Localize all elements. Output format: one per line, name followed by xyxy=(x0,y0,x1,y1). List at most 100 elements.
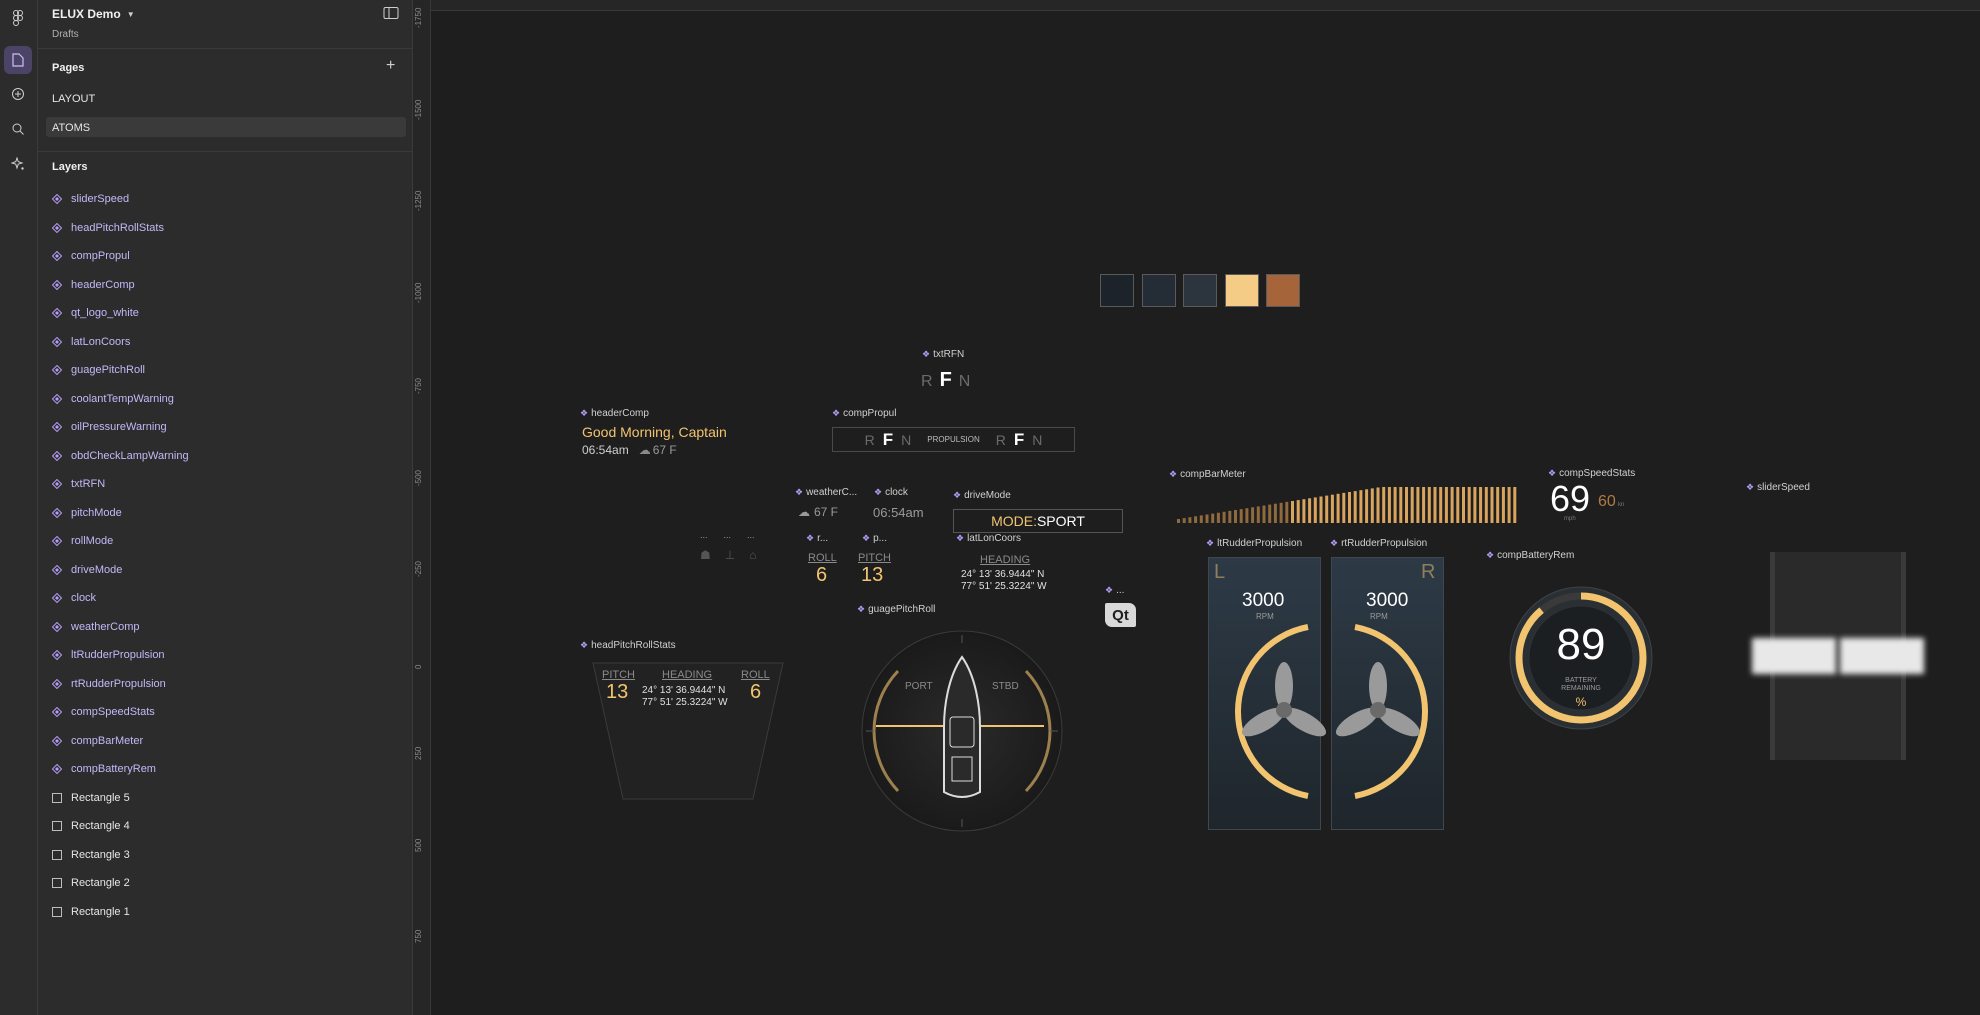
bar-meter-segment xyxy=(1216,512,1220,523)
bar-meter-segment xyxy=(1188,517,1192,523)
ruler-tick-label: 0 xyxy=(414,664,423,669)
add-asset-icon[interactable] xyxy=(4,80,32,108)
design-canvas[interactable] xyxy=(413,0,1980,1015)
rectangle-icon xyxy=(52,821,62,831)
layer-item[interactable]: obdCheckLampWarning xyxy=(51,448,189,464)
bar-meter-segment xyxy=(1410,487,1414,523)
bar-meter-segment xyxy=(1239,509,1243,523)
frame-label-headpitchrollstats[interactable]: ❖headPitchRollStats xyxy=(580,640,676,651)
layer-item[interactable]: guagePitchRoll xyxy=(51,362,145,378)
layer-item[interactable]: weatherComp xyxy=(51,619,139,635)
layer-item[interactable]: rtRudderPropulsion xyxy=(51,676,166,692)
color-swatch[interactable] xyxy=(1266,274,1300,307)
layer-item[interactable]: sliderSpeed xyxy=(51,191,129,207)
ruler-tick-label: -1250 xyxy=(414,190,423,211)
layer-item[interactable]: Rectangle 5 xyxy=(52,790,130,806)
layer-item[interactable]: compSpeedStats xyxy=(51,704,155,720)
layer-item[interactable]: Rectangle 2 xyxy=(52,875,130,891)
frame-label-compspeedstats[interactable]: ❖compSpeedStats xyxy=(1548,468,1636,479)
horizontal-ruler xyxy=(431,0,1980,11)
component-icon xyxy=(51,250,63,262)
sidebar-toggle-icon[interactable] xyxy=(383,6,399,25)
ruler-tick-label: -1500 xyxy=(414,99,423,120)
battery-label-1: BATTERY xyxy=(1565,677,1597,684)
layer-item[interactable]: latLonCoors xyxy=(51,334,130,350)
frame-label-clock[interactable]: ❖clock xyxy=(874,487,908,498)
page-item-atoms[interactable]: ATOMS xyxy=(52,122,91,134)
add-page-icon[interactable]: + xyxy=(386,57,396,74)
color-swatch[interactable] xyxy=(1224,274,1259,307)
frame-label-weather[interactable]: ❖weatherC... xyxy=(795,487,858,498)
search-icon[interactable] xyxy=(4,115,32,143)
ruler-tick-label: -1000 xyxy=(414,282,423,303)
frame-label-txtrfn[interactable]: ❖txtRFN xyxy=(922,349,965,360)
speed-secondary: 60 xyxy=(1598,493,1616,510)
layer-item[interactable]: headPitchRollStats xyxy=(51,220,164,236)
frame-label-rollmode[interactable]: ❖r... xyxy=(806,533,829,544)
layer-item[interactable]: headerComp xyxy=(51,277,135,293)
layer-item[interactable]: qt_logo_white xyxy=(51,305,139,321)
page-item-layout[interactable]: LAYOUT xyxy=(52,93,96,105)
file-icon[interactable] xyxy=(4,46,32,74)
chevron-down-icon[interactable]: ▼ xyxy=(126,9,135,19)
component-icon xyxy=(51,307,63,319)
layer-item[interactable]: compPropul xyxy=(51,248,130,264)
ai-sparkle-icon[interactable] xyxy=(4,150,32,178)
bar-meter-segment xyxy=(1479,487,1483,523)
frame-label-compbarmeter[interactable]: ❖compBarMeter xyxy=(1169,469,1246,480)
right-rudder-rpm: 3000 xyxy=(1366,590,1409,611)
frame-label-qt[interactable]: ❖... xyxy=(1105,585,1125,596)
frame-label-sliderspeed[interactable]: ❖sliderSpeed xyxy=(1746,482,1810,493)
frame-label-headercomp[interactable]: ❖headerComp xyxy=(580,408,649,419)
frame-label-guagepitchroll[interactable]: ❖guagePitchRoll xyxy=(857,604,936,615)
layer-item[interactable]: txtRFN xyxy=(51,476,105,492)
frame-label-drivemode[interactable]: ❖driveMode xyxy=(953,490,1011,501)
layer-item[interactable]: rollMode xyxy=(51,533,113,549)
layer-item[interactable]: pitchMode xyxy=(51,505,122,521)
bar-meter-segment xyxy=(1251,507,1255,523)
figma-logo-icon[interactable] xyxy=(4,4,32,32)
layer-item[interactable]: Rectangle 1 xyxy=(52,904,130,920)
rectangle-icon xyxy=(52,906,62,917)
bar-meter-segment xyxy=(1405,487,1408,523)
component-icon xyxy=(51,649,63,661)
layer-item[interactable]: compBarMeter xyxy=(51,733,143,749)
bar-meter-segment xyxy=(1501,487,1505,523)
frame-label-ltrudder[interactable]: ❖ltRudderPropulsion xyxy=(1206,538,1303,549)
frame-label-latlon[interactable]: ❖latLonCoors xyxy=(956,533,1021,544)
bar-meter-segment xyxy=(1376,487,1380,523)
color-swatch[interactable] xyxy=(1100,274,1134,307)
frame-label-rtrudder[interactable]: ❖rtRudderPropulsion xyxy=(1330,538,1428,549)
layer-item[interactable]: Rectangle 4 xyxy=(52,818,130,834)
bar-meter-segment xyxy=(1308,498,1312,523)
component-icon xyxy=(51,450,63,461)
layer-item[interactable]: driveMode xyxy=(51,562,122,578)
frame-label-comppropul[interactable]: ❖compPropul xyxy=(832,408,897,419)
layer-item[interactable]: Rectangle 3 xyxy=(52,847,130,863)
divider xyxy=(38,151,412,152)
frame-label-compbatteryrem[interactable]: ❖compBatteryRem xyxy=(1486,550,1575,561)
rfn-indicator: R F N xyxy=(921,369,970,392)
bar-meter-segment xyxy=(1490,487,1494,523)
bar-meter-segment xyxy=(1330,494,1334,523)
layer-item[interactable]: compBatteryRem xyxy=(51,761,156,777)
layer-item[interactable]: clock xyxy=(51,590,96,606)
color-swatch[interactable] xyxy=(1183,274,1217,307)
bar-meter-segment xyxy=(1313,497,1317,523)
divider xyxy=(38,48,412,49)
bar-meter-segment xyxy=(1342,492,1346,523)
layer-item[interactable]: coolantTempWarning xyxy=(51,391,174,407)
component-icon xyxy=(51,222,63,233)
layer-item[interactable]: ltRudderPropulsion xyxy=(51,647,165,663)
bar-meter-segment xyxy=(1336,493,1340,523)
speed-slider-right-handle[interactable] xyxy=(1840,638,1924,674)
clock-widget: 06:54am xyxy=(873,505,924,520)
layer-item-label: compSpeedStats xyxy=(71,706,155,718)
speed-slider-left-handle[interactable] xyxy=(1752,638,1836,674)
layer-item[interactable]: oilPressureWarning xyxy=(51,419,167,435)
frame-label-pitchmode[interactable]: ❖p... xyxy=(862,533,887,544)
color-swatch[interactable] xyxy=(1141,274,1176,307)
file-name[interactable]: ELUX Demo xyxy=(52,7,121,21)
layer-item-label: oilPressureWarning xyxy=(71,421,167,433)
